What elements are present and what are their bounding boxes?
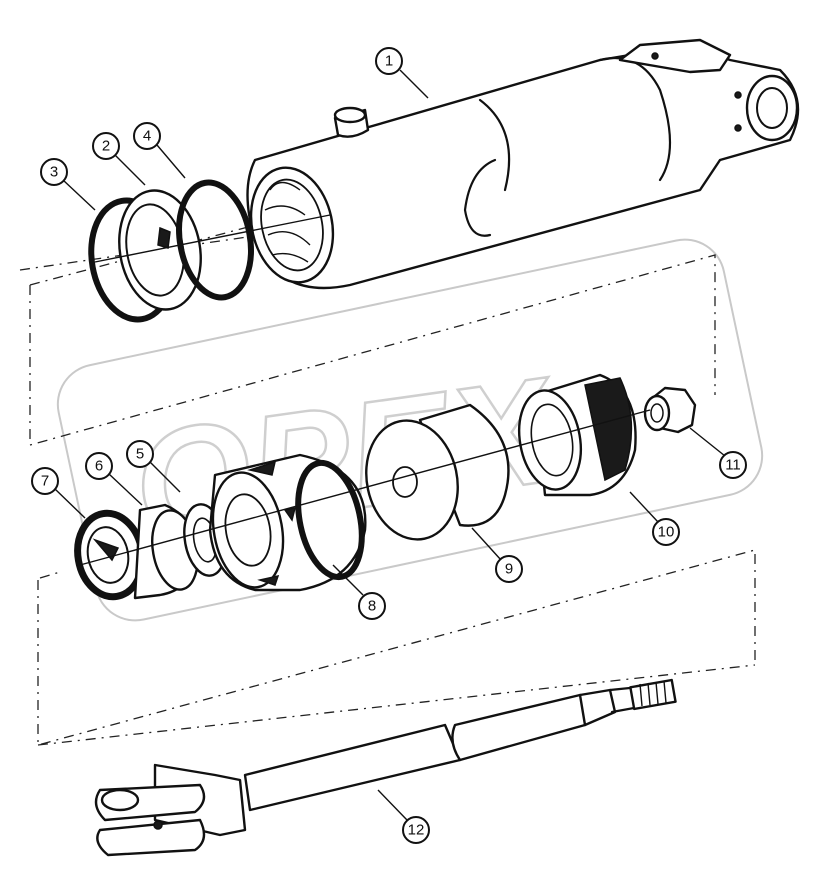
svg-text:7: 7: [41, 473, 49, 490]
spacer-disk: [365, 403, 510, 541]
svg-text:2: 2: [102, 138, 110, 155]
callout-11: 11: [689, 427, 747, 479]
callout-9: 9: [471, 527, 523, 583]
callout-12: 12: [377, 789, 430, 844]
nut: [643, 386, 697, 434]
svg-text:12: 12: [408, 822, 425, 839]
svg-text:5: 5: [136, 446, 144, 463]
center-axis-lines: [79, 214, 651, 566]
callout-3: 3: [40, 158, 96, 211]
callouts: 1 2 3 4 5 6 7: [31, 47, 747, 844]
svg-text:6: 6: [95, 458, 103, 475]
callout-5: 5: [126, 440, 181, 493]
svg-text:8: 8: [368, 598, 376, 615]
callout-1: 1: [375, 47, 429, 99]
callout-7: 7: [31, 467, 86, 519]
o-ring: [176, 179, 254, 301]
callout-6: 6: [85, 452, 143, 506]
svg-text:10: 10: [658, 524, 675, 541]
callout-2: 2: [92, 132, 146, 186]
callout-8: 8: [332, 564, 386, 620]
gland-ring: [118, 189, 202, 311]
svg-text:11: 11: [725, 457, 741, 474]
callout-10: 10: [629, 491, 680, 546]
svg-text:4: 4: [143, 128, 151, 145]
piston: [518, 373, 637, 497]
gland-assembly: [208, 453, 367, 592]
piston-rod: [94, 678, 677, 857]
svg-text:9: 9: [505, 561, 513, 578]
svg-text:1: 1: [385, 53, 393, 70]
callout-4: 4: [133, 122, 186, 179]
cylinder-barrel: [246, 38, 800, 290]
svg-text:3: 3: [50, 164, 58, 181]
